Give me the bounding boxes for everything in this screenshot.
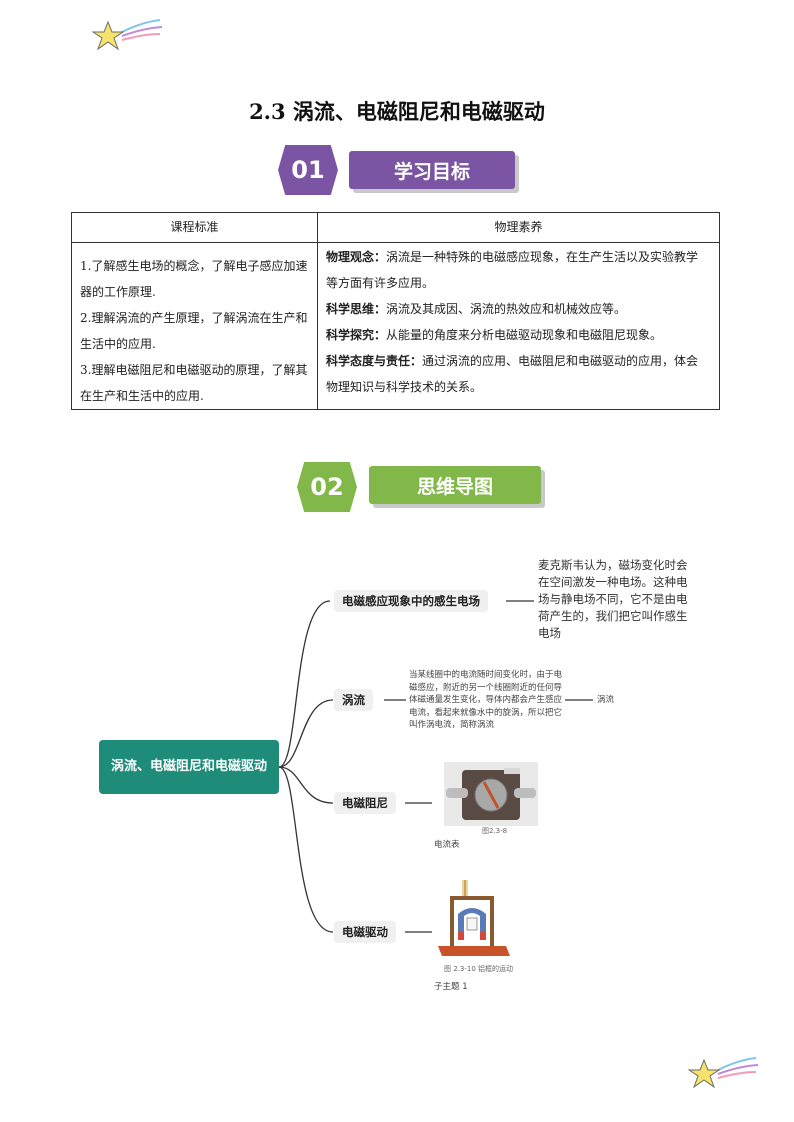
literacy-label: 物理观念： bbox=[326, 250, 387, 264]
standards-cell: 1.了解感生电场的概念，了解电子感应加速器的工作原理. 2.理解涡流的产生原理，… bbox=[71, 242, 318, 410]
literacy-text: 涡流是一种特殊的电磁感应现象，在生产生活以及实验教学等方面有许多应用。 bbox=[326, 250, 699, 290]
mind-map-root: 涡流、电磁阻尼和电磁驱动 bbox=[99, 740, 279, 794]
induced-field-note: 麦克斯韦认为，磁场变化时会在空间激发一种电场。这种电场与静电场不同，它不是由电荷… bbox=[538, 558, 688, 640]
branch-electromagnetic-damping: 电磁阻尼 bbox=[334, 792, 396, 814]
branch-electromagnetic-drive: 电磁驱动 bbox=[334, 921, 396, 943]
section-number-badge: 02 bbox=[297, 462, 357, 512]
branch-induced-electric-field: 电磁感应现象中的感生电场 bbox=[334, 590, 488, 612]
literacy-item: 科学思维：涡流及其成因、涡流的热效应和机械效应等。 bbox=[326, 296, 709, 322]
section-title-learning-goals: 学习目标 bbox=[349, 151, 515, 189]
figure-number: 图 2.3-10 铝框的运动 bbox=[444, 965, 514, 973]
literacy-label: 科学思维： bbox=[326, 302, 387, 316]
figure-number: 图2.3-8 bbox=[482, 827, 508, 835]
literacy-text: 从能量的角度来分析电磁驱动现象和电磁阻尼现象。 bbox=[386, 328, 663, 342]
literacy-label: 科学探究： bbox=[326, 328, 387, 342]
literacy-item: 科学态度与责任：通过涡流的应用、电磁阻尼和电磁驱动的应用，体会物理知识与科学技术… bbox=[326, 348, 709, 400]
standard-item: 3.理解电磁阻尼和电磁驱动的原理，了解其在生产和生活中的应用. bbox=[80, 363, 308, 403]
ammeter-image bbox=[444, 762, 538, 826]
learning-goals-table: 课程标准 物理素养 1.了解感生电场的概念，了解电子感应加速器的工作原理. 2.… bbox=[71, 212, 720, 410]
literacy-label: 科学态度与责任： bbox=[326, 354, 423, 368]
literacy-item: 科学探究：从能量的角度来分析电磁驱动现象和电磁阻尼现象。 bbox=[326, 322, 709, 348]
literacy-text: 通过涡流的应用、电磁阻尼和电磁驱动的应用，体会物理知识与科学技术的关系。 bbox=[326, 354, 699, 394]
standard-item: 1.了解感生电场的概念，了解电子感应加速器的工作原理. bbox=[80, 259, 308, 299]
eddy-current-result: 涡流 bbox=[597, 695, 615, 705]
literacy-text: 涡流及其成因、涡流的热效应和机械效应等。 bbox=[386, 302, 627, 316]
section-title-mind-map: 思维导图 bbox=[369, 466, 541, 504]
eddy-current-note: 当某线圈中的电流随时间变化时，由于电磁感应，附近的另一个线圈附近的任何导体磁通量… bbox=[409, 670, 563, 730]
branch-eddy-current: 涡流 bbox=[334, 689, 373, 711]
literacy-cell: 物理观念：涡流是一种特殊的电磁感应现象，在生产生活以及实验教学等方面有许多应用。… bbox=[317, 242, 720, 410]
subtopic-caption: 子主题 1 bbox=[434, 982, 468, 992]
section-number-badge: 01 bbox=[278, 145, 338, 195]
page-title: 2.3 涡流、电磁阻尼和电磁驱动 bbox=[249, 99, 545, 124]
aluminum-frame-image bbox=[438, 880, 510, 956]
standard-item: 2.理解涡流的产生原理，了解涡流在生产和生活中的应用. bbox=[80, 311, 308, 351]
literacy-item: 物理观念：涡流是一种特殊的电磁感应现象，在生产生活以及实验教学等方面有许多应用。 bbox=[326, 244, 709, 296]
ammeter-caption: 电流表 bbox=[434, 840, 460, 850]
shooting-star-icon bbox=[688, 1057, 759, 1089]
shooting-star-icon bbox=[92, 19, 163, 51]
